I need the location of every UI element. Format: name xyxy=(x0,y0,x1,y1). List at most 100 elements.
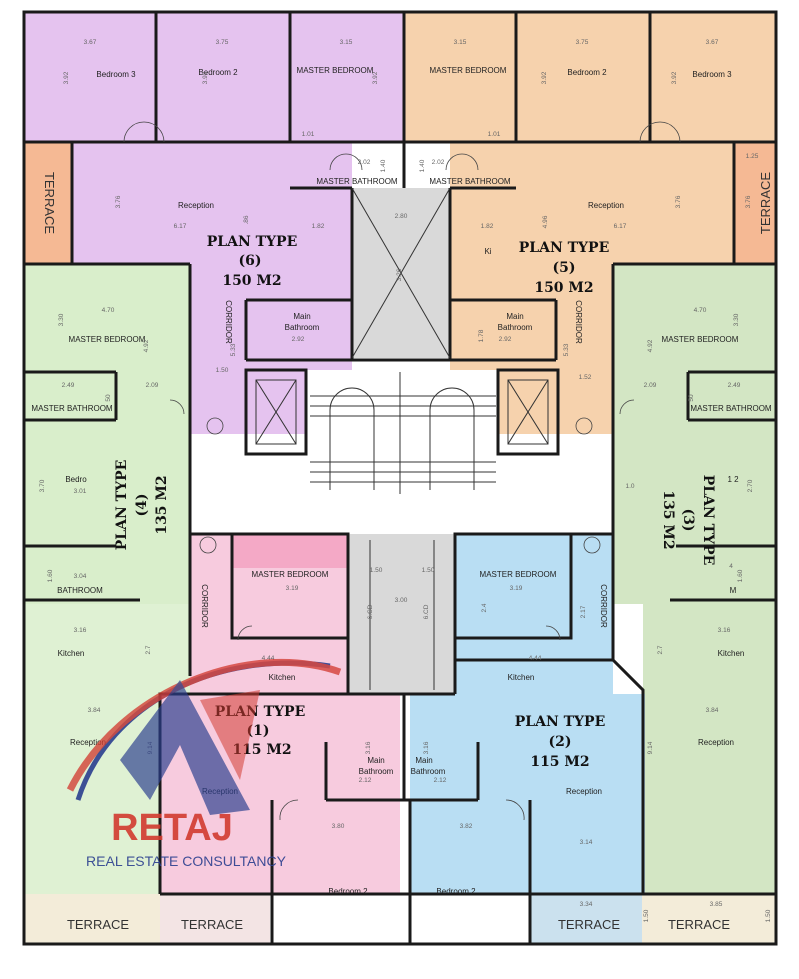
dim-ae: 4.70 xyxy=(694,307,707,314)
dim-cg: 3.85 xyxy=(710,901,723,908)
dim-ak: 5.33 xyxy=(563,343,570,356)
room-reception-u4: Reception xyxy=(70,738,106,747)
room-master-u1: MASTER BEDROOM xyxy=(252,570,329,579)
zone-terrace-bottom xyxy=(24,894,777,944)
staircase xyxy=(310,372,496,494)
dim-cd: 3.80 xyxy=(332,823,345,830)
room-kitchen-u1: Kitchen xyxy=(269,673,296,682)
room-terrace-u2: TERRACE xyxy=(558,917,620,932)
dim-k: 3.92 xyxy=(671,71,678,84)
dim-ar: 2.09 xyxy=(644,382,657,389)
dim-j: 3.92 xyxy=(541,71,548,84)
plan-no-1: (1) xyxy=(247,723,270,739)
plan-type-2: PLAN TYPE xyxy=(515,714,606,730)
brand-name: RETAJ xyxy=(111,807,233,849)
room-mainbath2-u5: Bathroom xyxy=(498,323,533,332)
room-mainbath-u1a: Main xyxy=(367,756,384,765)
plan-type-5: PLAN TYPE xyxy=(519,240,610,256)
dim-az: 1.0 xyxy=(625,483,634,490)
dim-bj: 3.84 xyxy=(706,707,719,714)
room-mainbath2-u6: Bathroom xyxy=(285,323,320,332)
room-master-u6: MASTER BEDROOM xyxy=(297,66,374,75)
room-bedroom2-u6: Bedroom 2 xyxy=(198,68,238,77)
room-12-u3: 1 2 xyxy=(727,475,739,484)
room-master-bath-u6: MASTER BATHROOM xyxy=(316,177,398,186)
room-master-bath-u4: MASTER BATHROOM xyxy=(31,404,113,413)
dim-bf: 3.16 xyxy=(718,627,731,634)
dim-ac: 3.26 xyxy=(396,268,403,281)
zone-core xyxy=(190,188,613,694)
room-reception-u6: Reception xyxy=(178,201,214,210)
room-labels: Bedroom 3 Bedroom 2 MASTER BEDROOM MASTE… xyxy=(31,66,773,932)
plan-title-3: PLAN TYPE (3) 135 M2 xyxy=(660,475,716,566)
dim-b: 3.75 xyxy=(216,39,229,46)
dim-ai: 4.92 xyxy=(647,339,654,352)
dim-bl: 9.14 xyxy=(647,741,654,754)
elevator-left xyxy=(255,379,297,445)
dim-h: 3.92 xyxy=(202,71,209,84)
doors xyxy=(123,121,681,821)
plan-area-6: 150 M2 xyxy=(222,273,281,289)
plan-type-6: PLAN TYPE xyxy=(207,234,298,250)
room-m-u3: M xyxy=(730,586,737,595)
dim-z: 2.80 xyxy=(395,213,408,220)
plan-no-6: (6) xyxy=(239,253,262,269)
plan-type-4: PLAN TYPE xyxy=(114,460,130,551)
dim-cf: 3.34 xyxy=(580,901,593,908)
plan-area-3: 135 M2 xyxy=(660,490,676,549)
plan-no-5: (5) xyxy=(553,260,576,276)
dim-t: 3.76 xyxy=(675,195,682,208)
dimension-labels: 3.67 3.75 3.15 3.15 3.75 3.67 3.92 3.92 … xyxy=(39,39,772,922)
room-master-bath-u3: MASTER BATHROOM xyxy=(690,404,772,413)
plan-title-5: PLAN TYPE (5) 150 M2 xyxy=(519,240,610,296)
zone-unit2 xyxy=(410,534,645,894)
dim-af: 3.30 xyxy=(58,313,65,326)
room-corridor-u6: CORRIDOR xyxy=(224,300,233,344)
room-bathroom-u4: BATHROOM xyxy=(57,586,103,595)
dim-l: 1.01 xyxy=(302,131,315,138)
room-reception-u3: Reception xyxy=(698,738,734,747)
dim-bh: 2.7 xyxy=(657,645,664,654)
zone-unit6 xyxy=(24,12,404,434)
dim-bp: 3.19 xyxy=(286,585,299,592)
room-kitchen-u3: Kitchen xyxy=(718,649,745,658)
zone-unit5 xyxy=(404,12,776,434)
dim-ax: 2.70 xyxy=(747,479,754,492)
dim-bd: 4 xyxy=(729,563,733,570)
plan-area-2: 115 M2 xyxy=(530,754,589,770)
dim-d: 3.15 xyxy=(454,39,467,46)
room-kitchen-u2: Kitchen xyxy=(508,673,535,682)
room-terrace-u5: TERRACE xyxy=(758,172,773,234)
dim-au: 50 xyxy=(105,394,112,402)
dim-aw: 3.70 xyxy=(39,479,46,492)
dim-bg: 2.7 xyxy=(145,645,152,654)
plan-type-3: PLAN TYPE xyxy=(700,475,716,566)
dim-ah: 4.92 xyxy=(143,339,150,352)
room-master-bath-u5: MASTER BATHROOM xyxy=(429,177,511,186)
plan-area-4: 135 M2 xyxy=(154,475,170,534)
room-mainbath-u2a: Main xyxy=(415,756,432,765)
room-mainbath1-u5: Main xyxy=(506,312,523,321)
dim-w: 6.17 xyxy=(614,223,627,230)
dim-av: 50 xyxy=(688,394,695,402)
dim-cc: 3.14 xyxy=(580,839,593,846)
dim-by: 3.16 xyxy=(365,741,372,754)
dim-n: 2.02 xyxy=(358,159,371,166)
dim-aa: .86 xyxy=(243,215,250,224)
dim-cb: 2.12 xyxy=(434,777,447,784)
dim-ba: 3.04 xyxy=(74,573,87,580)
dim-br: 4.44 xyxy=(262,655,275,662)
room-bedroom2-u5: Bedroom 2 xyxy=(567,68,607,77)
dim-ap: 2.49 xyxy=(728,382,741,389)
room-bedroom3-u5: Bedroom 3 xyxy=(692,70,732,79)
dim-aq: 2.09 xyxy=(146,382,159,389)
room-bedroom2-u1: Bedroom 2 xyxy=(328,887,368,896)
dim-ce: 3.82 xyxy=(460,823,473,830)
dim-al: 2.92 xyxy=(292,336,305,343)
dim-e: 3.75 xyxy=(576,39,589,46)
room-master-u4: MASTER BEDROOM xyxy=(69,335,146,344)
plan-title-2: PLAN TYPE (2) 115 M2 xyxy=(515,714,606,770)
dim-bz: 3.16 xyxy=(423,741,430,754)
dim-ao: 2.49 xyxy=(62,382,75,389)
retaj-logo: RETAJ REAL ESTATE CONSULTANCY xyxy=(66,658,342,869)
